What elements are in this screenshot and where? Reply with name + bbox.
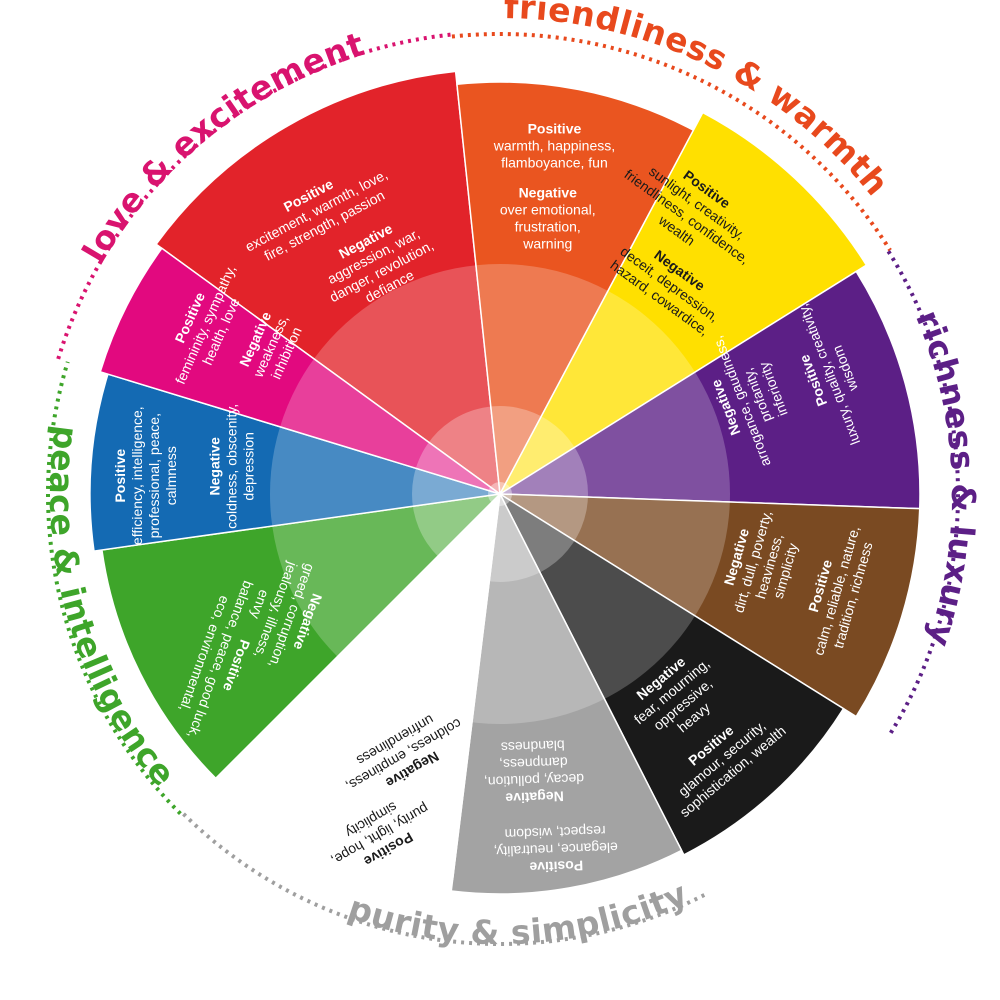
negative-orange-line: warning [522, 236, 572, 252]
positive-blue-line: professional, peace, [146, 413, 162, 538]
segment-brown [497, 493, 921, 718]
segment-orange [456, 81, 695, 497]
negative-blue-heading: Negative [206, 437, 222, 496]
segments-layer [89, 70, 921, 895]
positive-grey-line: elegance, neutrality, [493, 839, 618, 859]
negative-grey: Negativedecay, pollution,dampness,blandn… [482, 737, 584, 807]
positive-grey-heading: Positive [529, 858, 583, 876]
group-arc-friendliness [451, 32, 892, 252]
negative-grey-line: blandness [501, 737, 565, 755]
segment-red [155, 70, 501, 496]
positive-blue: Positiveefficiency, intelligence,profess… [112, 406, 179, 545]
positive-grey: Positiveelegance, neutrality,respect, wi… [493, 822, 619, 876]
inner-overlay-rings [270, 264, 730, 724]
segment-blue [89, 373, 501, 552]
group-arc-richness [886, 250, 960, 738]
positive-orange-line: flamboyance, fun [501, 154, 608, 170]
positive-grey-line: respect, wisdom [504, 823, 606, 843]
inner-ring-centre [488, 482, 512, 506]
positive-blue-line: calmness [163, 446, 179, 505]
segment-white [224, 491, 502, 880]
negative-orange-line: frustration, [515, 219, 581, 235]
inner-ring-outer [270, 264, 730, 724]
segment-yellow [498, 111, 868, 497]
segment-pink [99, 247, 501, 495]
group-arcs-layer [46, 32, 960, 946]
negative-blue-line: coldness, obscenity, [223, 404, 239, 529]
negative-orange-heading: Negative [519, 185, 578, 201]
negative-grey-heading: Negative [505, 788, 564, 806]
segment-grey [450, 491, 683, 895]
negative-grey-line: decay, pollution, [484, 771, 585, 790]
positive-blue-line: efficiency, intelligence, [129, 406, 145, 545]
group-arc-purity [180, 810, 706, 946]
segment-black [498, 491, 845, 856]
negative-blue: Negativecoldness, obscenity,depression [206, 404, 256, 529]
segment-green [101, 492, 503, 780]
positive-orange-heading: Positive [528, 120, 582, 136]
negative-blue-line: depression [240, 432, 256, 501]
positive-blue-heading: Positive [112, 449, 128, 503]
positive-orange-line: warmth, happiness, [493, 137, 615, 153]
negative-grey-line: dampness, [499, 754, 568, 772]
inner-ring-middle [412, 406, 588, 582]
negative-orange-line: over emotional, [500, 202, 596, 218]
segment-purple [497, 270, 921, 510]
